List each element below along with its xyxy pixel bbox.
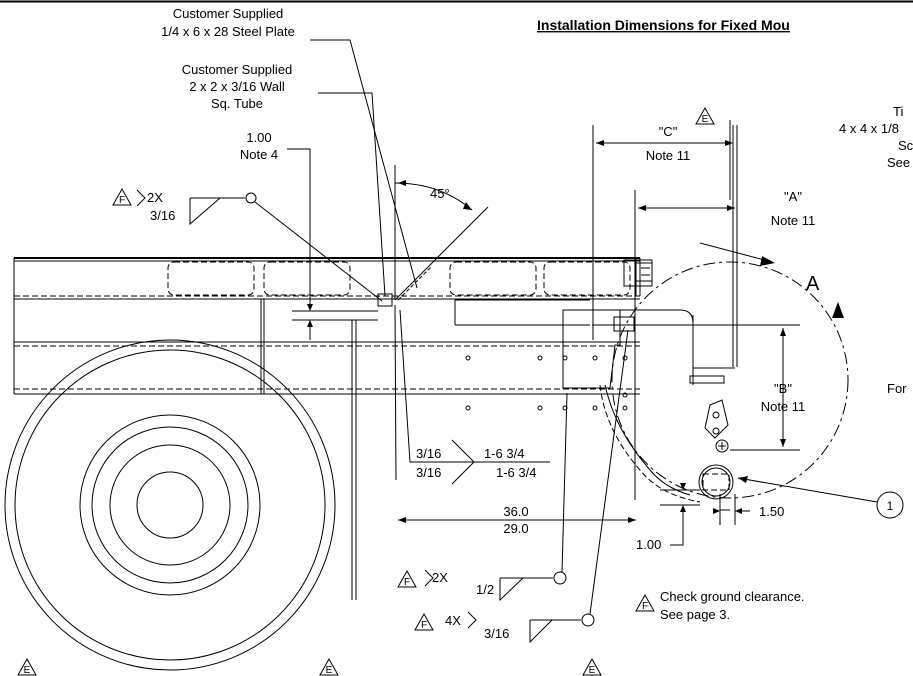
note-f-line-1: Check ground clearance. [660,589,805,604]
plate-label-2: 1/4 x 6 x 28 Steel Plate [161,24,295,39]
weld-316-lower: 3/16 [416,465,441,480]
view-a-label: A [806,273,820,295]
right-cut-4: See [887,155,910,170]
dim-a-label: "A" [784,189,802,204]
weld-length-1: 1-6 3/4 [484,446,524,461]
dim-a-note: Note 11 [771,213,816,228]
dim-c-label: "C" [659,124,678,139]
rev-f-4: F [642,601,648,612]
dim-1-50: 1.50 [759,504,784,519]
tube-label-1: Customer Supplied [182,62,293,77]
dim-29-0: 29.0 [503,521,528,536]
weld-2x-half: 2X [432,570,448,585]
liftgate-mechanism [592,125,849,503]
weld-316-bottom: 3/16 [484,626,509,641]
rev-f-3: F [421,620,427,631]
rev-f-2: F [404,577,410,588]
rev-e-4: E [589,665,596,676]
dim-1-00-bottom: 1.00 [636,537,661,552]
weld-316-top: 3/16 [150,208,175,223]
rev-f-1: F [119,195,125,206]
rev-e-2: E [24,665,31,676]
dim-1-00-top: 1.00 [246,130,271,145]
note-f-line-2: See page 3. [660,607,730,622]
truck-bed [13,257,653,411]
right-cut-2: 4 x 4 x 1/8 [839,121,899,136]
wheel [4,339,336,671]
dim-c-note: Note 11 [646,148,691,163]
tube-label-2: 2 x 2 x 3/16 Wall [189,79,285,94]
dim-36-0: 36.0 [503,504,528,519]
dim-b-label: "B" [774,381,792,396]
angle-45: 45° [430,186,450,201]
dim-b-note: Note 11 [761,399,806,414]
plate-label-1: Customer Supplied [173,6,284,21]
weld-2x-top: 2X [147,190,163,205]
weld-316-upper: 3/16 [416,446,441,461]
weld-half: 1/2 [476,582,494,597]
right-cut-1: Ti [893,104,903,119]
rev-e-1: E [702,114,709,125]
rev-e-3: E [326,665,333,676]
callout-1-text: 1 [887,499,894,513]
drawing-title: Installation Dimensions for Fixed Mou [537,17,790,33]
weld-4x: 4X [445,613,461,628]
right-cut-3: Sc [898,138,913,153]
note-4: Note 4 [240,147,278,162]
right-cut-5: For [887,381,907,396]
tube-label-3: Sq. Tube [211,96,263,111]
revision-triangles [17,106,715,676]
callout-circle [876,491,904,519]
leader-lines [136,39,878,644]
weld-length-2: 1-6 3/4 [496,465,536,480]
